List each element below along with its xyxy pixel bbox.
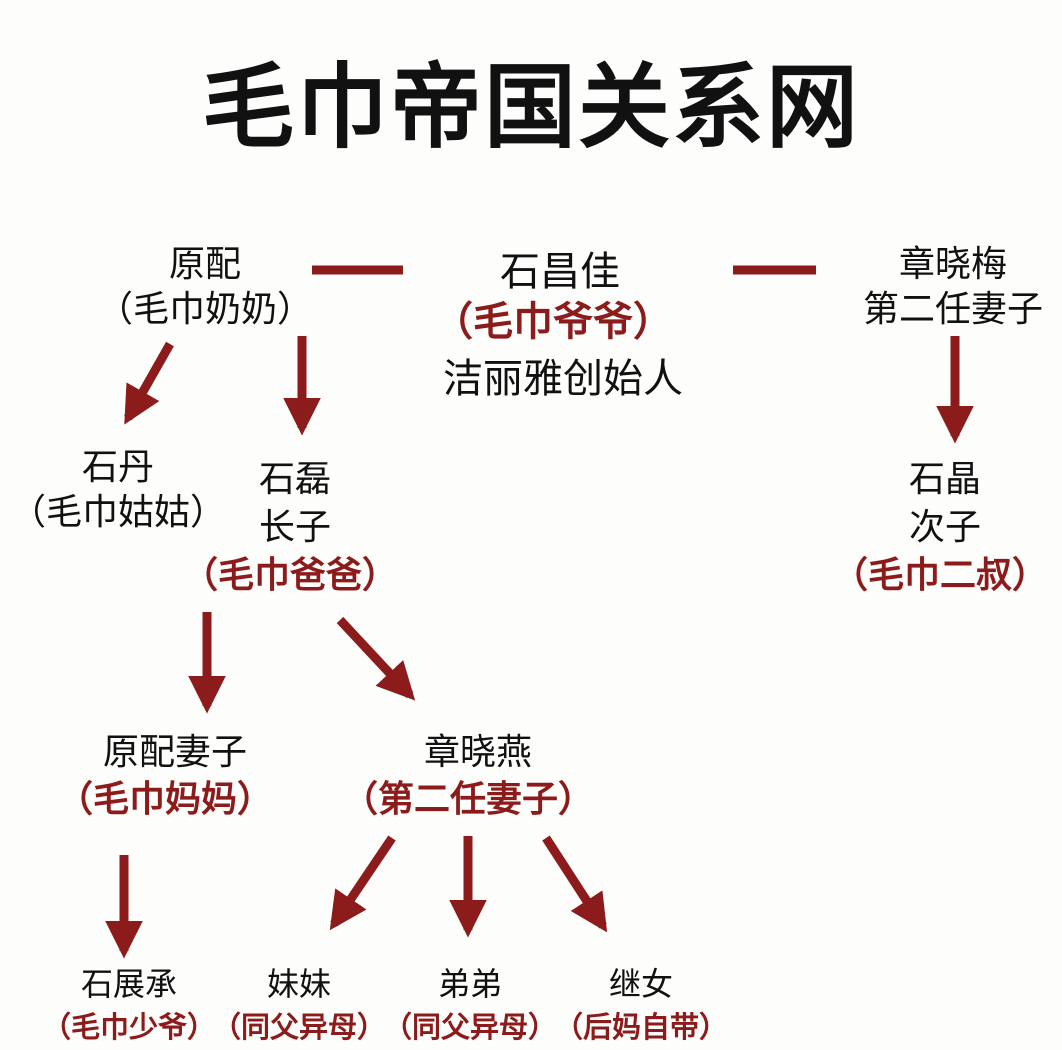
arrow-zhang-xiaoyan-to-sister	[329, 835, 396, 931]
founder-alias: （毛巾爷爷）	[433, 299, 673, 345]
shi-lei-alias: （毛巾爸爸）	[181, 555, 399, 596]
second-wife-line2: 第二任妻子	[862, 289, 1044, 330]
shi-dan-name: 石丹	[81, 447, 155, 488]
sister-alias: （同父异母）	[211, 1010, 387, 1044]
stepdaughter-alias: （后妈自带）	[553, 1010, 729, 1044]
grandmother-line1: 原配	[168, 244, 242, 285]
shi-lei-name: 石磊	[258, 459, 332, 500]
shi-zhancheng-alias: （毛巾少爷）	[41, 1010, 217, 1044]
first-wife-alias: （毛巾妈妈）	[56, 779, 274, 820]
founder-role: 洁丽雅创始人	[443, 356, 683, 402]
diagram-title: 毛巾帝国关系网	[201, 54, 861, 161]
shi-lei-role: 长子	[258, 507, 332, 548]
arrow-grandmother-to-shi-dan	[124, 341, 174, 425]
brother-alias: （同父异母）	[382, 1010, 558, 1044]
shi-jing-name: 石晶	[908, 459, 982, 500]
second-wife-line1: 章晓梅	[898, 244, 1008, 285]
founder-name: 石昌佳	[500, 249, 620, 295]
shi-dan-alias: （毛巾姑姑）	[9, 492, 227, 533]
sister-name: 妹妹	[266, 965, 332, 1003]
zhang-xiaoyan-alias: （第二任妻子）	[341, 779, 595, 820]
grandmother-line2: （毛巾奶奶）	[96, 289, 314, 330]
arrow-zhang-xiaoyan-to-stepdaughter	[542, 835, 608, 933]
shi-jing-role: 次子	[908, 507, 982, 548]
first-wife-name: 原配妻子	[102, 732, 248, 773]
arrow-shi-lei-to-zhang-xiaoyan	[336, 616, 416, 701]
brother-name: 弟弟	[437, 965, 503, 1003]
zhang-xiaoyan-name: 章晓燕	[423, 732, 533, 773]
stepdaughter-name: 继女	[608, 965, 674, 1003]
shi-zhancheng-name: 石展承	[80, 965, 178, 1003]
shi-jing-alias: （毛巾二叔）	[831, 555, 1049, 596]
